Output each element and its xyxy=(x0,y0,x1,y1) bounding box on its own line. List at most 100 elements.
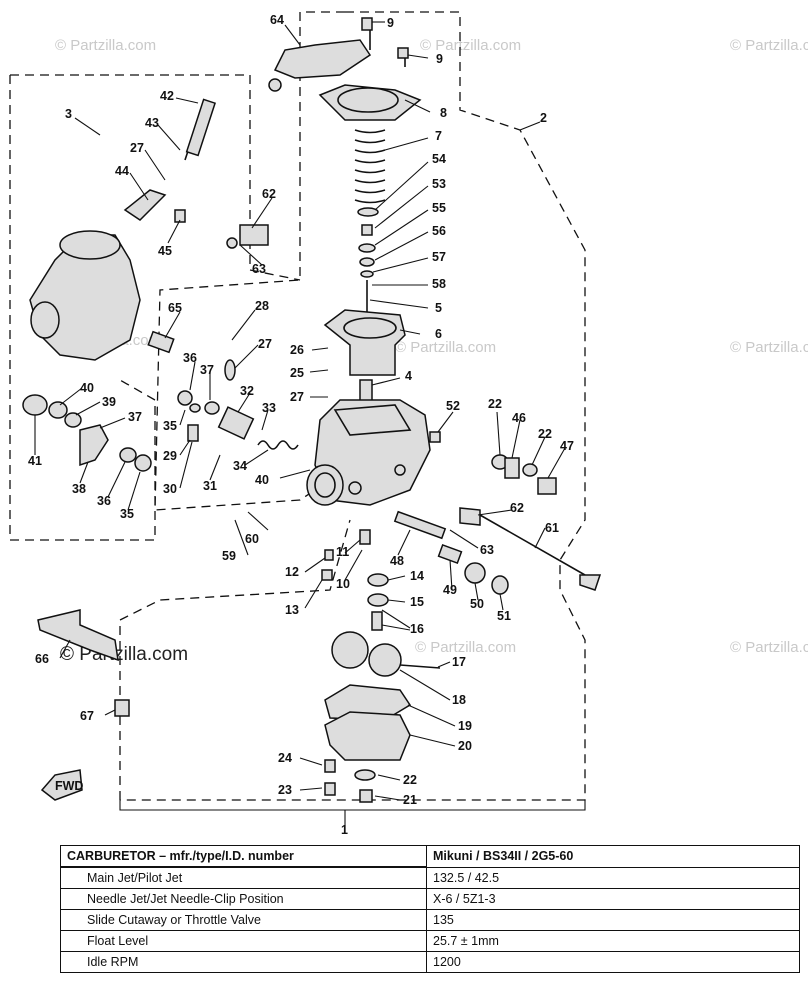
callout-37: 37 xyxy=(128,410,142,424)
callout-54: 54 xyxy=(432,152,446,166)
callout-53: 53 xyxy=(432,177,446,191)
throttle-spring xyxy=(354,129,386,320)
spec-row-label: Float Level xyxy=(60,930,427,952)
callout-67: 67 xyxy=(80,709,94,723)
callout-38: 38 xyxy=(72,482,86,496)
callout-36: 36 xyxy=(97,494,111,508)
float-bowl-group xyxy=(321,529,441,803)
callout-21: 21 xyxy=(403,793,417,807)
callout-62: 62 xyxy=(262,187,276,201)
callout-8: 8 xyxy=(440,106,447,120)
callout-22: 22 xyxy=(403,773,417,787)
spec-row: Slide Cutaway or Throttle Valve 135 xyxy=(60,909,800,931)
callout-13: 13 xyxy=(285,603,299,617)
callout-46: 46 xyxy=(512,411,526,425)
callout-26: 26 xyxy=(290,343,304,357)
callout-20: 20 xyxy=(458,739,472,753)
callout-41: 41 xyxy=(28,454,42,468)
callout-63: 63 xyxy=(252,262,266,276)
callout-36: 36 xyxy=(183,351,197,365)
callout-16: 16 xyxy=(410,622,424,636)
callout-62: 62 xyxy=(510,501,524,515)
callout-35: 35 xyxy=(163,419,177,433)
callout-44: 44 xyxy=(115,164,129,178)
callout-3: 3 xyxy=(65,107,72,121)
callout-27: 27 xyxy=(290,390,304,404)
callout-18: 18 xyxy=(452,693,466,707)
watermark: © Partzilla.com xyxy=(730,339,808,356)
carb-body xyxy=(306,399,431,506)
callout-24: 24 xyxy=(278,751,292,765)
spec-row-label: Idle RPM xyxy=(60,951,427,973)
callout-40: 40 xyxy=(255,473,269,487)
callout-9: 9 xyxy=(387,16,394,30)
carb-assembly-left xyxy=(29,98,269,361)
callout-28: 28 xyxy=(255,299,269,313)
callout-66: 66 xyxy=(35,652,49,666)
spec-row: Needle Jet/Jet Needle-Clip Position X-6 … xyxy=(60,888,800,910)
callout-22: 22 xyxy=(488,397,502,411)
callout-7: 7 xyxy=(435,129,442,143)
callout-30: 30 xyxy=(163,482,177,496)
callout-31: 31 xyxy=(203,479,217,493)
callout-5: 5 xyxy=(435,301,442,315)
fwd-arrow-icon: FWD xyxy=(40,769,83,801)
callout-65: 65 xyxy=(168,301,182,315)
watermark: © Partzilla.com xyxy=(730,639,808,656)
callout-59: 59 xyxy=(222,549,236,563)
callout-4: 4 xyxy=(405,369,412,383)
callout-22: 22 xyxy=(538,427,552,441)
callout-49: 49 xyxy=(443,583,457,597)
callout-45: 45 xyxy=(158,244,172,258)
callout-37: 37 xyxy=(200,363,214,377)
exploded-parts-diagram: © Partzilla.com © Partzilla.com © Partzi… xyxy=(9,11,808,837)
mounting-plate xyxy=(37,609,130,717)
callout-35: 35 xyxy=(120,507,134,521)
callout-10: 10 xyxy=(336,577,350,591)
callout-57: 57 xyxy=(432,250,446,264)
callout-39: 39 xyxy=(102,395,116,409)
spec-row: Idle RPM 1200 xyxy=(60,951,800,973)
spec-header-row: CARBURETOR – mfr./type/I.D. number Mikun… xyxy=(60,845,800,868)
watermark-center: © Partzilla.com xyxy=(60,644,188,665)
callout-48: 48 xyxy=(390,554,404,568)
callout-55: 55 xyxy=(432,201,446,215)
callout-6: 6 xyxy=(435,327,442,341)
callout-50: 50 xyxy=(470,597,484,611)
leader-lines xyxy=(34,21,566,801)
watermark: © Partzilla.com xyxy=(395,339,496,356)
top-bracket xyxy=(268,17,409,92)
spec-row-value: 132.5 / 42.5 xyxy=(426,866,800,889)
spec-row-value: 135 xyxy=(426,909,800,931)
callout-15: 15 xyxy=(410,595,424,609)
spec-row-value: 1200 xyxy=(426,951,800,973)
group-outline-main xyxy=(119,11,586,801)
spec-row: Float Level 25.7 ± 1mm xyxy=(60,930,800,952)
callout-2: 2 xyxy=(540,111,547,125)
callout-12: 12 xyxy=(285,565,299,579)
callout-29: 29 xyxy=(163,449,177,463)
callout-19: 19 xyxy=(458,719,472,733)
fwd-label: FWD xyxy=(55,779,83,793)
callout-labels: 64 9 9 8 7 54 53 55 56 57 58 5 6 4 2 3 4… xyxy=(28,13,574,837)
callout-27: 27 xyxy=(258,337,272,351)
watermark: © Partzilla.com xyxy=(415,639,516,656)
watermark: © Partzilla.com xyxy=(730,37,808,54)
callout-14: 14 xyxy=(410,569,424,583)
watermark: © Partzilla.com xyxy=(420,37,521,54)
callout-23: 23 xyxy=(278,783,292,797)
callout-56: 56 xyxy=(432,224,446,238)
callout-42: 42 xyxy=(160,89,174,103)
callout-32: 32 xyxy=(240,384,254,398)
spec-row-label: Slide Cutaway or Throttle Valve xyxy=(60,909,427,931)
callout-52: 52 xyxy=(446,399,460,413)
callout-34: 34 xyxy=(233,459,247,473)
callout-61: 61 xyxy=(545,521,559,535)
watermark: © Partzilla.com xyxy=(55,37,156,54)
callout-43: 43 xyxy=(145,116,159,130)
callout-11: 11 xyxy=(336,545,349,559)
callout-51: 51 xyxy=(497,609,511,623)
callout-25: 25 xyxy=(290,366,304,380)
carburetor-spec-table: CARBURETOR – mfr./type/I.D. number Mikun… xyxy=(60,845,800,973)
pilot-screw-parts xyxy=(22,359,299,472)
